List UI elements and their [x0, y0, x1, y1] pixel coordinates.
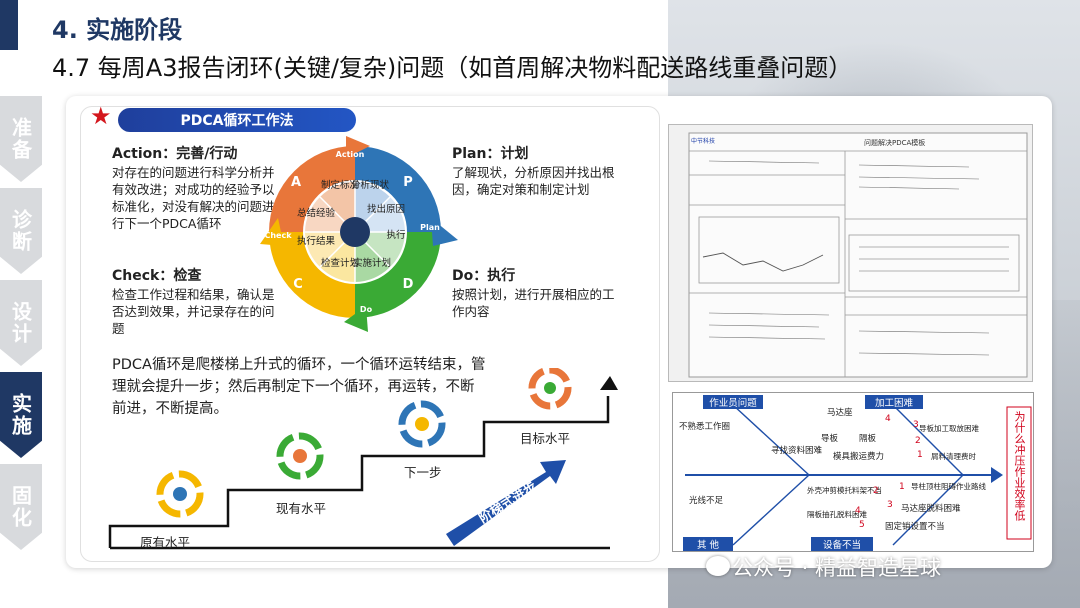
cause-unfamiliar: 不熟悉工作圈 [679, 421, 730, 432]
rank-number: 4 [855, 506, 861, 516]
mini-cycle-icon [398, 400, 446, 448]
rank-number: 5 [859, 520, 865, 530]
staircase-description: PDCA循环是爬楼梯上升式的循环，一个循环运转结束，管理就会提升一步；然后再制定… [112, 357, 486, 417]
tab-implement[interactable]: 实施 [0, 372, 42, 458]
letter-p: P [403, 175, 413, 190]
cause-scrap-cleaning: 屑料清理费时 [931, 451, 976, 461]
cat-operator: 作业员问题 [709, 397, 757, 409]
a3-report-photo: 中节科技 问题解决PDCA模板 [668, 124, 1033, 382]
action-block: Action：完善/行动 对存在的问题进行科学分析并有效改进；对成功的经验予以标… [112, 146, 280, 232]
cat-processing: 加工困难 [875, 398, 914, 409]
rank-number: 3 [887, 500, 893, 510]
wechat-icon [706, 556, 730, 576]
letter-d: D [403, 277, 414, 292]
page-subtitle: 4.7 每周A3报告闭环(关键/复杂)问题（如首周解决物料配送路线重叠问题） [52, 54, 853, 82]
tab-prepare[interactable]: 准备 [0, 96, 42, 182]
staircase-diagram: 阶梯式进步 [108, 368, 618, 550]
rank-number: 1 [899, 482, 905, 492]
plan-heading: Plan：计划 [452, 146, 529, 162]
wheel-check-plan: 检查计划 [321, 257, 359, 269]
title-accent-bar [0, 0, 18, 50]
cause-shell-die: 外壳冲剪模托料架不当 [807, 485, 882, 495]
page-title: 4. 实施阶段 [52, 16, 183, 44]
cause-partition-punch: 隔板抽孔脱料困难 [807, 509, 867, 519]
cause-poor-light: 光线不足 [689, 495, 724, 506]
check-block: Check：检查 检查工作过程和结果，确认是否达到效果，并记录存在的问题 [112, 268, 280, 337]
action-heading: Action：完善/行动 [112, 146, 238, 162]
wheel-execute: 执行 [386, 229, 406, 241]
cause-find-docs: 寻找资料困难 [771, 445, 823, 456]
check-text: 检查工作过程和结果，确认是否达到效果，并记录存在的问题 [112, 287, 275, 336]
step-progress-label: 阶梯式进步 [476, 479, 540, 527]
level-next: 下一步 [404, 465, 442, 480]
plan-block: Plan：计划 了解现状，分析原因并找出根因，确定对策和制定计划 [452, 146, 618, 198]
pdca-wheel: 分析现状 找出原因 执行 实施计划 检查计划 执行结果 总结经验 制定标准 P … [260, 136, 458, 332]
a3-form-sketch: 中节科技 问题解决PDCA模板 [688, 132, 1028, 378]
mini-cycle-icon [528, 368, 572, 410]
action-text: 对存在的问题进行科学分析并有效改进；对成功的经验予以标准化，对没有解决的问题进行… [112, 165, 275, 231]
wheel-exec-result: 执行结果 [297, 235, 336, 247]
fishbone-problem-statement: 为什么冲压作业效率低 [1013, 411, 1026, 521]
wheel-standardize: 制定标准 [321, 179, 360, 191]
tab-consolidate[interactable]: 固化 [0, 464, 42, 550]
mini-cycle-icon [276, 432, 324, 480]
rank-number: 3 [913, 420, 919, 430]
wheel-implement-plan: 实施计划 [353, 257, 391, 269]
cat-equipment: 设备不当 [823, 539, 861, 551]
outer-action: Action [336, 150, 365, 159]
doc-logo: 中节科技 [691, 137, 715, 145]
cause-motor-seat: 马达座 [827, 407, 853, 418]
watermark-text: 公众号 · 精益智造星球 [732, 556, 942, 580]
tab-diagnose[interactable]: 诊断 [0, 188, 42, 274]
doc-title: 问题解决PDCA模板 [864, 138, 925, 147]
wheel-analyze: 分析现状 [351, 179, 390, 191]
level-target: 目标水平 [520, 431, 571, 446]
tab-design[interactable]: 设计 [0, 280, 42, 366]
rank-number: 1 [917, 450, 923, 460]
do-block: Do：执行 按照计划，进行开展相应的工作内容 [452, 268, 618, 320]
outer-do: Do [360, 305, 373, 314]
pdca-method-title: PDCA循环工作法 [118, 108, 356, 132]
wheel-summarize: 总结经验 [297, 207, 336, 219]
rank-number: 2 [873, 486, 879, 496]
cause-mold-move: 模具搬运费力 [833, 451, 884, 462]
cause-guide-pillar: 导柱顶柱阻碍作业路线 [911, 481, 986, 491]
wheel-find-cause: 找出原因 [367, 203, 405, 215]
fishbone-diagram: 作业员问题 加工困难 其 他 设备不当 不熟悉工作圈 寻找资料困难 马达座 导板… [672, 392, 1034, 552]
outer-check: Check [264, 231, 292, 240]
plan-text: 了解现状，分析原因并找出根因，确定对策和制定计划 [452, 165, 615, 197]
do-heading: Do：执行 [452, 268, 516, 284]
mini-cycle-icon [156, 470, 204, 518]
cat-other: 其 他 [697, 539, 720, 551]
check-heading: Check：检查 [112, 268, 202, 284]
cause-guide-plate: 导板 [821, 433, 839, 444]
level-original: 原有水平 [140, 535, 191, 550]
rank-number: 4 [885, 414, 891, 424]
cause-motor-release: 马达座脱料困难 [901, 503, 961, 514]
letter-c: C [293, 277, 303, 292]
outer-plan: Plan [420, 223, 440, 232]
phase-tabs: 准备 诊断 设计 实施 固化 [0, 96, 44, 556]
cause-guide-processing: 导板加工取放困难 [919, 423, 979, 433]
cause-fixing-pin: 固定销设置不当 [885, 521, 945, 532]
cause-partition: 隔板 [859, 433, 877, 444]
letter-a: A [291, 175, 301, 190]
do-text: 按照计划，进行开展相应的工作内容 [452, 287, 615, 319]
star-icon: ★ [90, 102, 112, 130]
rank-number: 2 [915, 436, 921, 446]
level-current: 现有水平 [276, 501, 327, 516]
